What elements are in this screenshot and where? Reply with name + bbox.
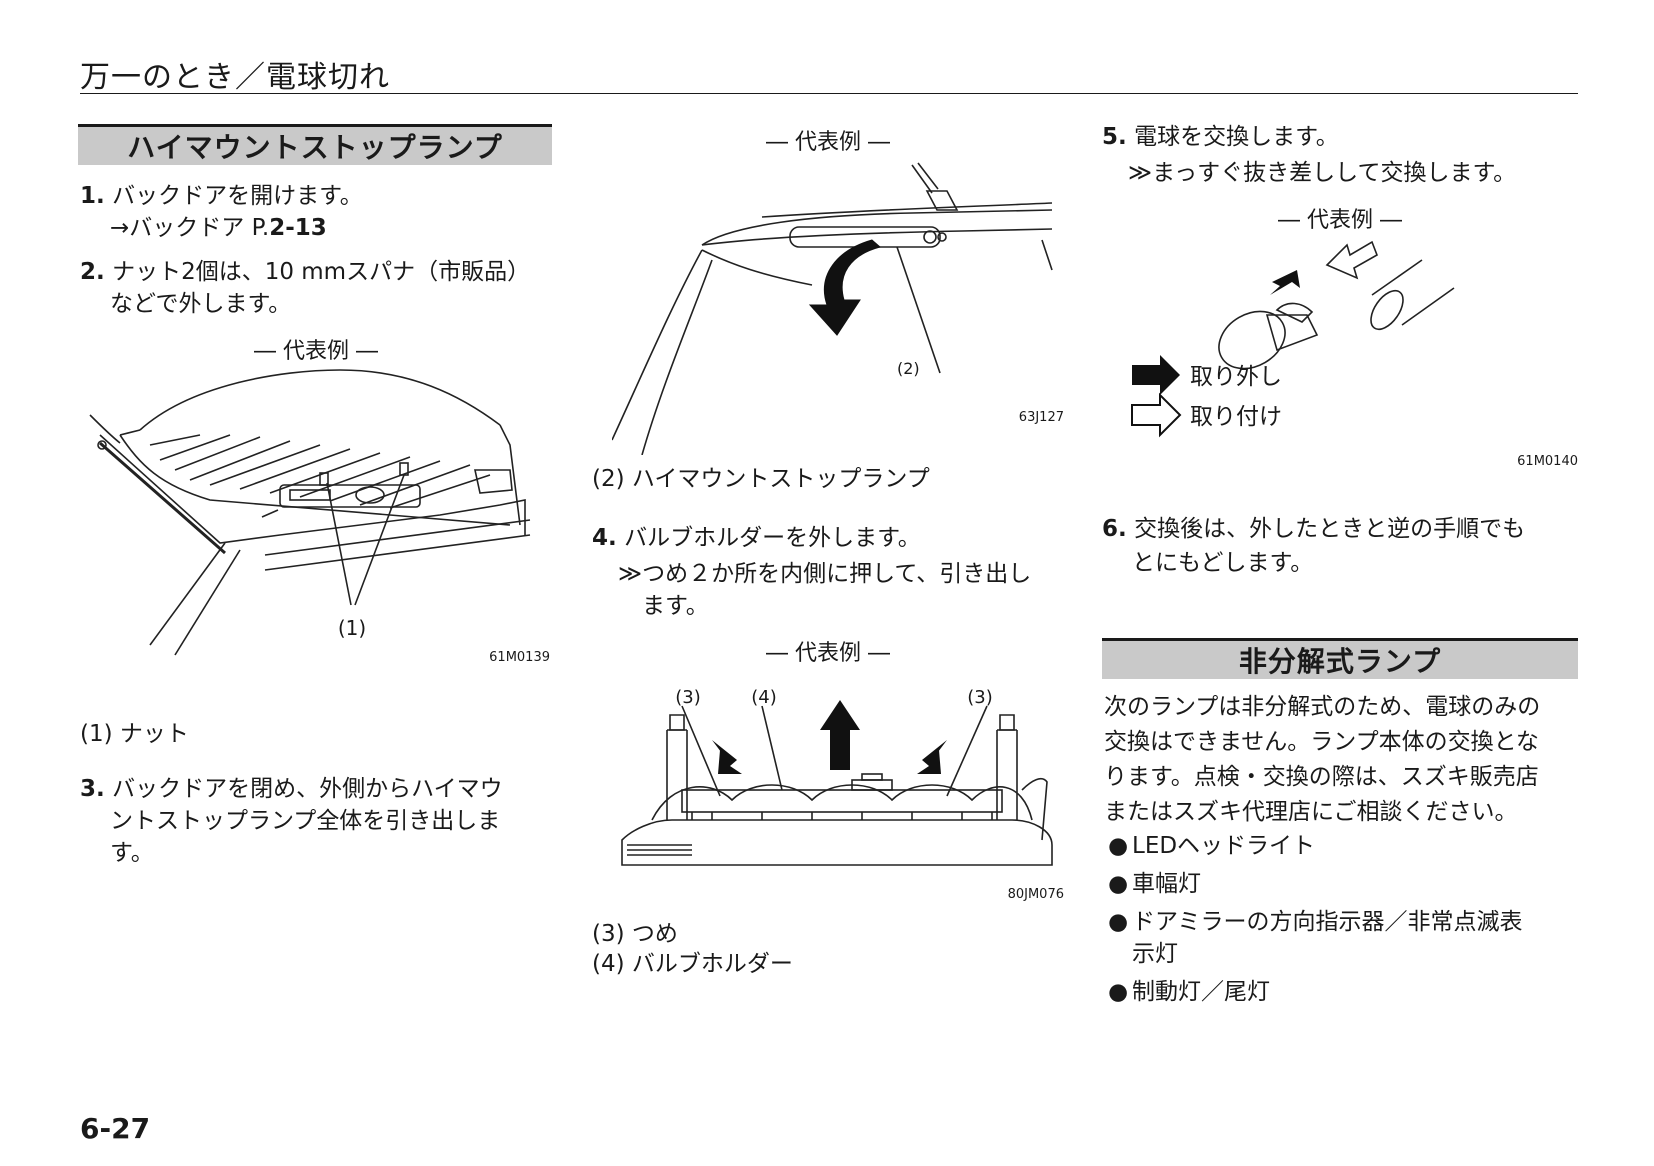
figure-1-callout: (1) (338, 616, 366, 640)
step-5-note: ≫まっすぐ抜き差しして交換します。 (1128, 160, 1517, 186)
step-4-note: ≫つめ２か所を内側に押して、引き出し (618, 561, 1032, 587)
reference-page: 2-13 (269, 215, 327, 241)
step-3-line2: ントストップランプ全体を引き出しま (110, 808, 501, 834)
legend-high-mount-lamp: (2) ハイマウントストップランプ (592, 466, 930, 492)
list-item: ●ドアミラーの方向指示器／非常点滅表 (1108, 906, 1580, 938)
figure-4-bulb-replacement-illustration: 取り外し 取り付け 61M0140 (1131, 240, 1578, 469)
step-number: 2. (80, 259, 105, 285)
bullet-icon: ● (1108, 871, 1129, 897)
non-serviceable-paragraph: 次のランプは非分解式のため、電球のみの 交換はできません。ランプ本体の交換とな … (1104, 690, 1580, 830)
step-2-line2: などで外します。 (110, 291, 292, 317)
section-title-non-serviceable: 非分解式ランプ (1102, 638, 1578, 679)
step-text: ナット2個は、10 mmスパナ（市販品） (112, 259, 531, 285)
figure-3-callout-mid: (4) (751, 687, 777, 708)
reference-prefix: →バックドア P. (110, 215, 270, 241)
step-1-reference[interactable]: →バックドア P.2-13 (110, 212, 327, 244)
paragraph-line: 次のランプは非分解式のため、電球のみの (1104, 694, 1541, 720)
step-text: バルブホルダーを外します。 (624, 525, 921, 551)
legend-claw: (3) つめ (592, 921, 678, 947)
list-item: ●車幅灯 (1108, 868, 1580, 900)
bullet-icon: ● (1108, 833, 1129, 859)
list-item-continuation: 示灯 (1132, 941, 1178, 967)
step-6: 6. 交換後は、外したときと逆の手順でも (1102, 513, 1582, 545)
figure-3-caption: ― 代表例 ― (766, 641, 890, 666)
figure-4-code: 61M0140 (1517, 454, 1578, 469)
figure-1-caption: ― 代表例 ― (254, 339, 378, 364)
step-3-line3: す。 (110, 840, 154, 866)
figure-4-remove-label: 取り外し (1190, 364, 1282, 390)
list-item: ●LEDヘッドライト (1108, 830, 1580, 862)
paragraph-line: またはスズキ代理店にご相談ください。 (1104, 799, 1518, 825)
page-number: 6-27 (80, 1112, 151, 1145)
figure-2-callout: (2) (897, 359, 920, 378)
step-text: バックドアを開けます。 (112, 183, 363, 209)
figure-3-callout-right: (3) (967, 687, 993, 708)
figure-2-caption: ― 代表例 ― (766, 130, 890, 155)
figure-3-bulb-holder-illustration: (3) (4) (3) 80JM076 (621, 687, 1064, 902)
step-text: バックドアを閉め、外側からハイマウ (112, 776, 503, 802)
step-number: 5. (1102, 124, 1127, 150)
figure-1-code: 61M0139 (489, 650, 550, 665)
legend-nut: (1) ナット (80, 721, 189, 747)
paragraph-line: ります。点検・交換の際は、スズキ販売店 (1104, 764, 1539, 790)
bullet-icon: ● (1108, 979, 1129, 1005)
step-1: 1. バックドアを開けます。 (80, 180, 560, 212)
header-divider (80, 93, 1578, 94)
step-number: 3. (80, 776, 105, 802)
step-6-line2: とにもどします。 (1132, 550, 1314, 576)
step-4-note-line2: ます。 (642, 593, 709, 619)
figure-4-caption: ― 代表例 ― (1278, 208, 1402, 233)
figure-3-code: 80JM076 (1008, 887, 1064, 902)
figure-4-install-label: 取り付け (1190, 404, 1282, 430)
paragraph-line: 交換はできません。ランプ本体の交換とな (1104, 729, 1539, 755)
figure-1-backdoor-illustration: (1) 61M0139 (89, 369, 550, 665)
figure-2-high-mount-lamp-illustration: (2) 63J127 (612, 162, 1064, 455)
figure-3-callout-left: (3) (675, 687, 701, 708)
page-header-title: 万一のとき／電球切れ (80, 60, 390, 95)
step-text: 交換後は、外したときと逆の手順でも (1134, 516, 1526, 542)
step-5: 5. 電球を交換します。 (1102, 121, 1582, 153)
list-item: ●制動灯／尾灯 (1108, 976, 1580, 1008)
step-3: 3. バックドアを閉め、外側からハイマウ (80, 773, 560, 805)
lamp-list: ●LEDヘッドライト ●車幅灯 ●ドアミラーの方向指示器／非常点滅表 示灯 ●制… (1108, 830, 1580, 1008)
step-4: 4. バルブホルダーを外します。 (592, 522, 1072, 554)
legend-bulb-holder: (4) バルブホルダー (592, 951, 793, 977)
bullet-icon: ● (1108, 909, 1129, 935)
step-number: 1. (80, 183, 105, 209)
step-text: 電球を交換します。 (1134, 124, 1339, 150)
step-2: 2. ナット2個は、10 mmスパナ（市販品） (80, 256, 560, 288)
section-title-high-mount: ハイマウントストップランプ (78, 124, 552, 165)
step-number: 6. (1102, 516, 1127, 542)
step-number: 4. (592, 525, 617, 551)
figure-2-code: 63J127 (1019, 410, 1064, 425)
